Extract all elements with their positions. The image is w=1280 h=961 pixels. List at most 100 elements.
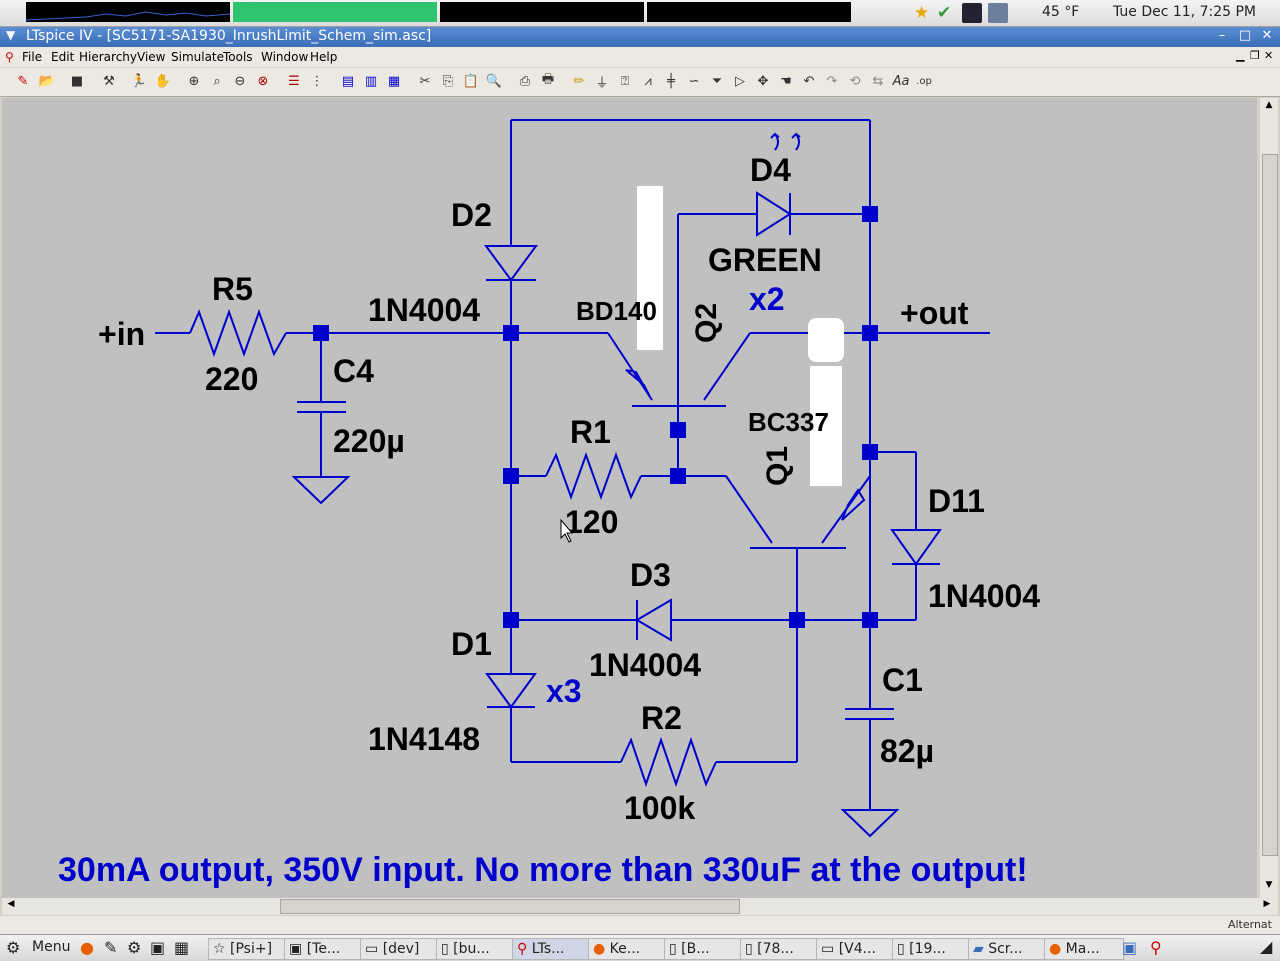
task-scr[interactable]: ▰ Scr... — [968, 938, 1048, 960]
scroll-left-icon[interactable]: ◀ — [7, 899, 15, 909]
horizontal-scrollbar[interactable]: ◀ ▶ — [2, 898, 1278, 915]
label-net-icon[interactable]: ⍰ — [621, 73, 629, 89]
menu-window[interactable]: Window — [261, 50, 309, 64]
scroll-right-icon[interactable]: ▶ — [1263, 899, 1271, 909]
settings-launcher-icon[interactable]: ⚙ — [127, 938, 142, 957]
maximize-icon[interactable]: □ — [1238, 28, 1252, 43]
find-icon[interactable]: 🔍 — [485, 73, 503, 89]
task-ma[interactable]: ● Ma... — [1044, 938, 1124, 960]
menu-simulate[interactable]: Simulate — [171, 50, 225, 64]
open-icon[interactable]: 📂 — [38, 73, 56, 89]
close-windows-icon[interactable]: ▦ — [387, 73, 401, 89]
window-title-bar[interactable]: ▼ LTspice IV - [SC5171-SA1930_InrushLimi… — [0, 27, 1280, 47]
zoom-cancel-icon[interactable]: ⊗ — [257, 73, 269, 89]
menu-file[interactable]: File — [22, 50, 43, 64]
component-icon[interactable]: ▷ — [735, 73, 745, 89]
spice-directive-icon[interactable]: .op — [916, 75, 932, 87]
new-schematic-icon[interactable]: ✎ — [17, 73, 29, 89]
mdi-restore-icon[interactable]: ❐ — [1250, 49, 1260, 62]
pan-icon[interactable]: ⌕ — [213, 73, 221, 89]
cut-icon[interactable]: ✂ — [419, 73, 431, 89]
schematic-drawing[interactable]: +in R5 220 C4 220µ D2 1N4004 BD140 Q2 D4… — [2, 98, 1257, 898]
menu-edit[interactable]: Edit — [51, 50, 75, 64]
zoom-out-icon[interactable]: ⊖ — [234, 73, 246, 89]
menu-gear-icon[interactable]: ⚙ — [6, 938, 21, 957]
check-shield-icon[interactable]: ✔ — [937, 3, 952, 23]
label-d11: D11 — [928, 483, 985, 519]
mdi-minimize-icon[interactable]: ▁ — [1236, 49, 1245, 62]
menu-tools[interactable]: Tools — [223, 50, 253, 64]
star-icon[interactable]: ★ — [914, 3, 930, 23]
weather-indicator[interactable]: 45 °F — [1042, 4, 1080, 20]
undo-icon[interactable]: ↶ — [803, 73, 815, 89]
vertical-scrollbar[interactable]: ▲ ▼ — [1260, 98, 1278, 898]
minimize-icon[interactable]: – — [1218, 28, 1226, 43]
clock[interactable]: Tue Dec 11, 7:25 PM — [1112, 4, 1256, 20]
text-icon[interactable]: Aa — [892, 73, 910, 89]
drag-icon[interactable]: ☚ — [780, 73, 792, 89]
mirror-icon[interactable]: ⇆ — [872, 73, 884, 89]
calculator-launcher-icon[interactable]: ▦ — [174, 938, 190, 957]
save-icon[interactable]: ■ — [70, 73, 84, 89]
window-menu-icon[interactable]: ▼ — [6, 28, 16, 42]
tile-vertical-icon[interactable]: ⋮ — [310, 73, 324, 89]
task-78[interactable]: ▯ [78... — [740, 938, 820, 960]
terminal-launcher-icon[interactable]: ▣ — [150, 938, 166, 957]
workspace-icon[interactable]: ▣ — [1122, 938, 1138, 957]
label-d1: D1 — [451, 626, 492, 662]
task-dev[interactable]: ▭ [dev] — [360, 938, 440, 960]
window-tile-icon[interactable]: ▤ — [341, 73, 355, 89]
task-ltspice[interactable]: ⚲ LTs... — [512, 938, 592, 960]
ltspice-doc-icon[interactable]: ⚲ — [5, 50, 14, 64]
close-icon[interactable]: ✕ — [1261, 28, 1273, 43]
print-setup-icon[interactable]: ⎙ — [519, 73, 531, 89]
menu-view[interactable]: View — [137, 50, 166, 64]
run-icon[interactable]: 🏃 — [130, 73, 148, 89]
schematic-canvas[interactable]: +in R5 220 C4 220µ D2 1N4004 BD140 Q2 D4… — [2, 98, 1257, 898]
zoom-in-icon[interactable]: ⊕ — [188, 73, 200, 89]
task-19[interactable]: ▯ [19... — [892, 938, 972, 960]
draw-wire-icon[interactable]: ✏ — [573, 73, 585, 89]
scroll-up-icon[interactable]: ▲ — [1265, 100, 1273, 110]
menu-bar: ⚲ File Edit Hierarchy View Simulate Tool… — [0, 47, 1280, 67]
ground-icon[interactable]: ⏚ — [595, 75, 609, 91]
task-ke[interactable]: ● Ke... — [588, 938, 668, 960]
folder-icon: ▰ — [973, 941, 989, 957]
print-icon[interactable]: 🖶 — [541, 72, 555, 87]
start-menu-button[interactable]: Menu — [32, 939, 71, 955]
task-label: [V4... — [838, 941, 876, 957]
task-v4[interactable]: ▭ [V4... — [816, 938, 896, 960]
task-psi[interactable]: ☆ [Psi+] — [208, 938, 288, 960]
corner-icon[interactable]: ◢ — [1260, 937, 1273, 956]
cascade-icon[interactable]: ▥ — [364, 73, 378, 89]
capacitor-icon[interactable]: ╪ — [667, 73, 675, 89]
app-tray-icon[interactable] — [962, 3, 982, 23]
firefox-launcher-icon[interactable]: ● — [80, 938, 94, 957]
inductor-icon[interactable]: ∽ — [688, 73, 700, 89]
control-panel-icon[interactable]: ⚒ — [103, 73, 115, 89]
paste-icon[interactable]: 📋 — [462, 73, 480, 89]
task-terminal[interactable]: ▣ [Te... — [284, 938, 364, 960]
terminal-icon: ▣ — [289, 941, 307, 957]
scroll-down-icon[interactable]: ▼ — [1265, 880, 1273, 890]
task-bu[interactable]: ▯ [bu... — [436, 938, 516, 960]
ltspice-tray-icon[interactable]: ⚲ — [1150, 938, 1162, 957]
menu-help[interactable]: Help — [310, 50, 338, 64]
task-b[interactable]: ▯ [B... — [664, 938, 744, 960]
horizontal-scroll-thumb[interactable] — [280, 899, 740, 914]
vertical-scroll-thumb[interactable] — [1262, 154, 1278, 856]
copy-icon[interactable]: ⎘ — [442, 73, 454, 89]
task-label: LTs... — [531, 941, 565, 957]
tile-horizontal-icon[interactable]: ☰ — [288, 73, 300, 89]
redo-icon[interactable]: ↷ — [826, 73, 838, 89]
move-icon[interactable]: ✥ — [757, 73, 769, 89]
label-q1: Q1 — [761, 446, 794, 486]
halt-icon[interactable]: ✋ — [154, 73, 172, 89]
menu-hierarchy[interactable]: Hierarchy — [79, 50, 138, 64]
rotate-icon[interactable]: ⟲ — [849, 73, 861, 89]
mdi-close-icon[interactable]: ✕ — [1264, 49, 1274, 62]
diode-icon[interactable]: ⏷ — [711, 73, 723, 89]
editor-launcher-icon[interactable]: ✎ — [104, 938, 118, 957]
resistor-icon[interactable]: ⩘ — [644, 73, 652, 89]
network-tray-icon[interactable] — [988, 3, 1008, 23]
